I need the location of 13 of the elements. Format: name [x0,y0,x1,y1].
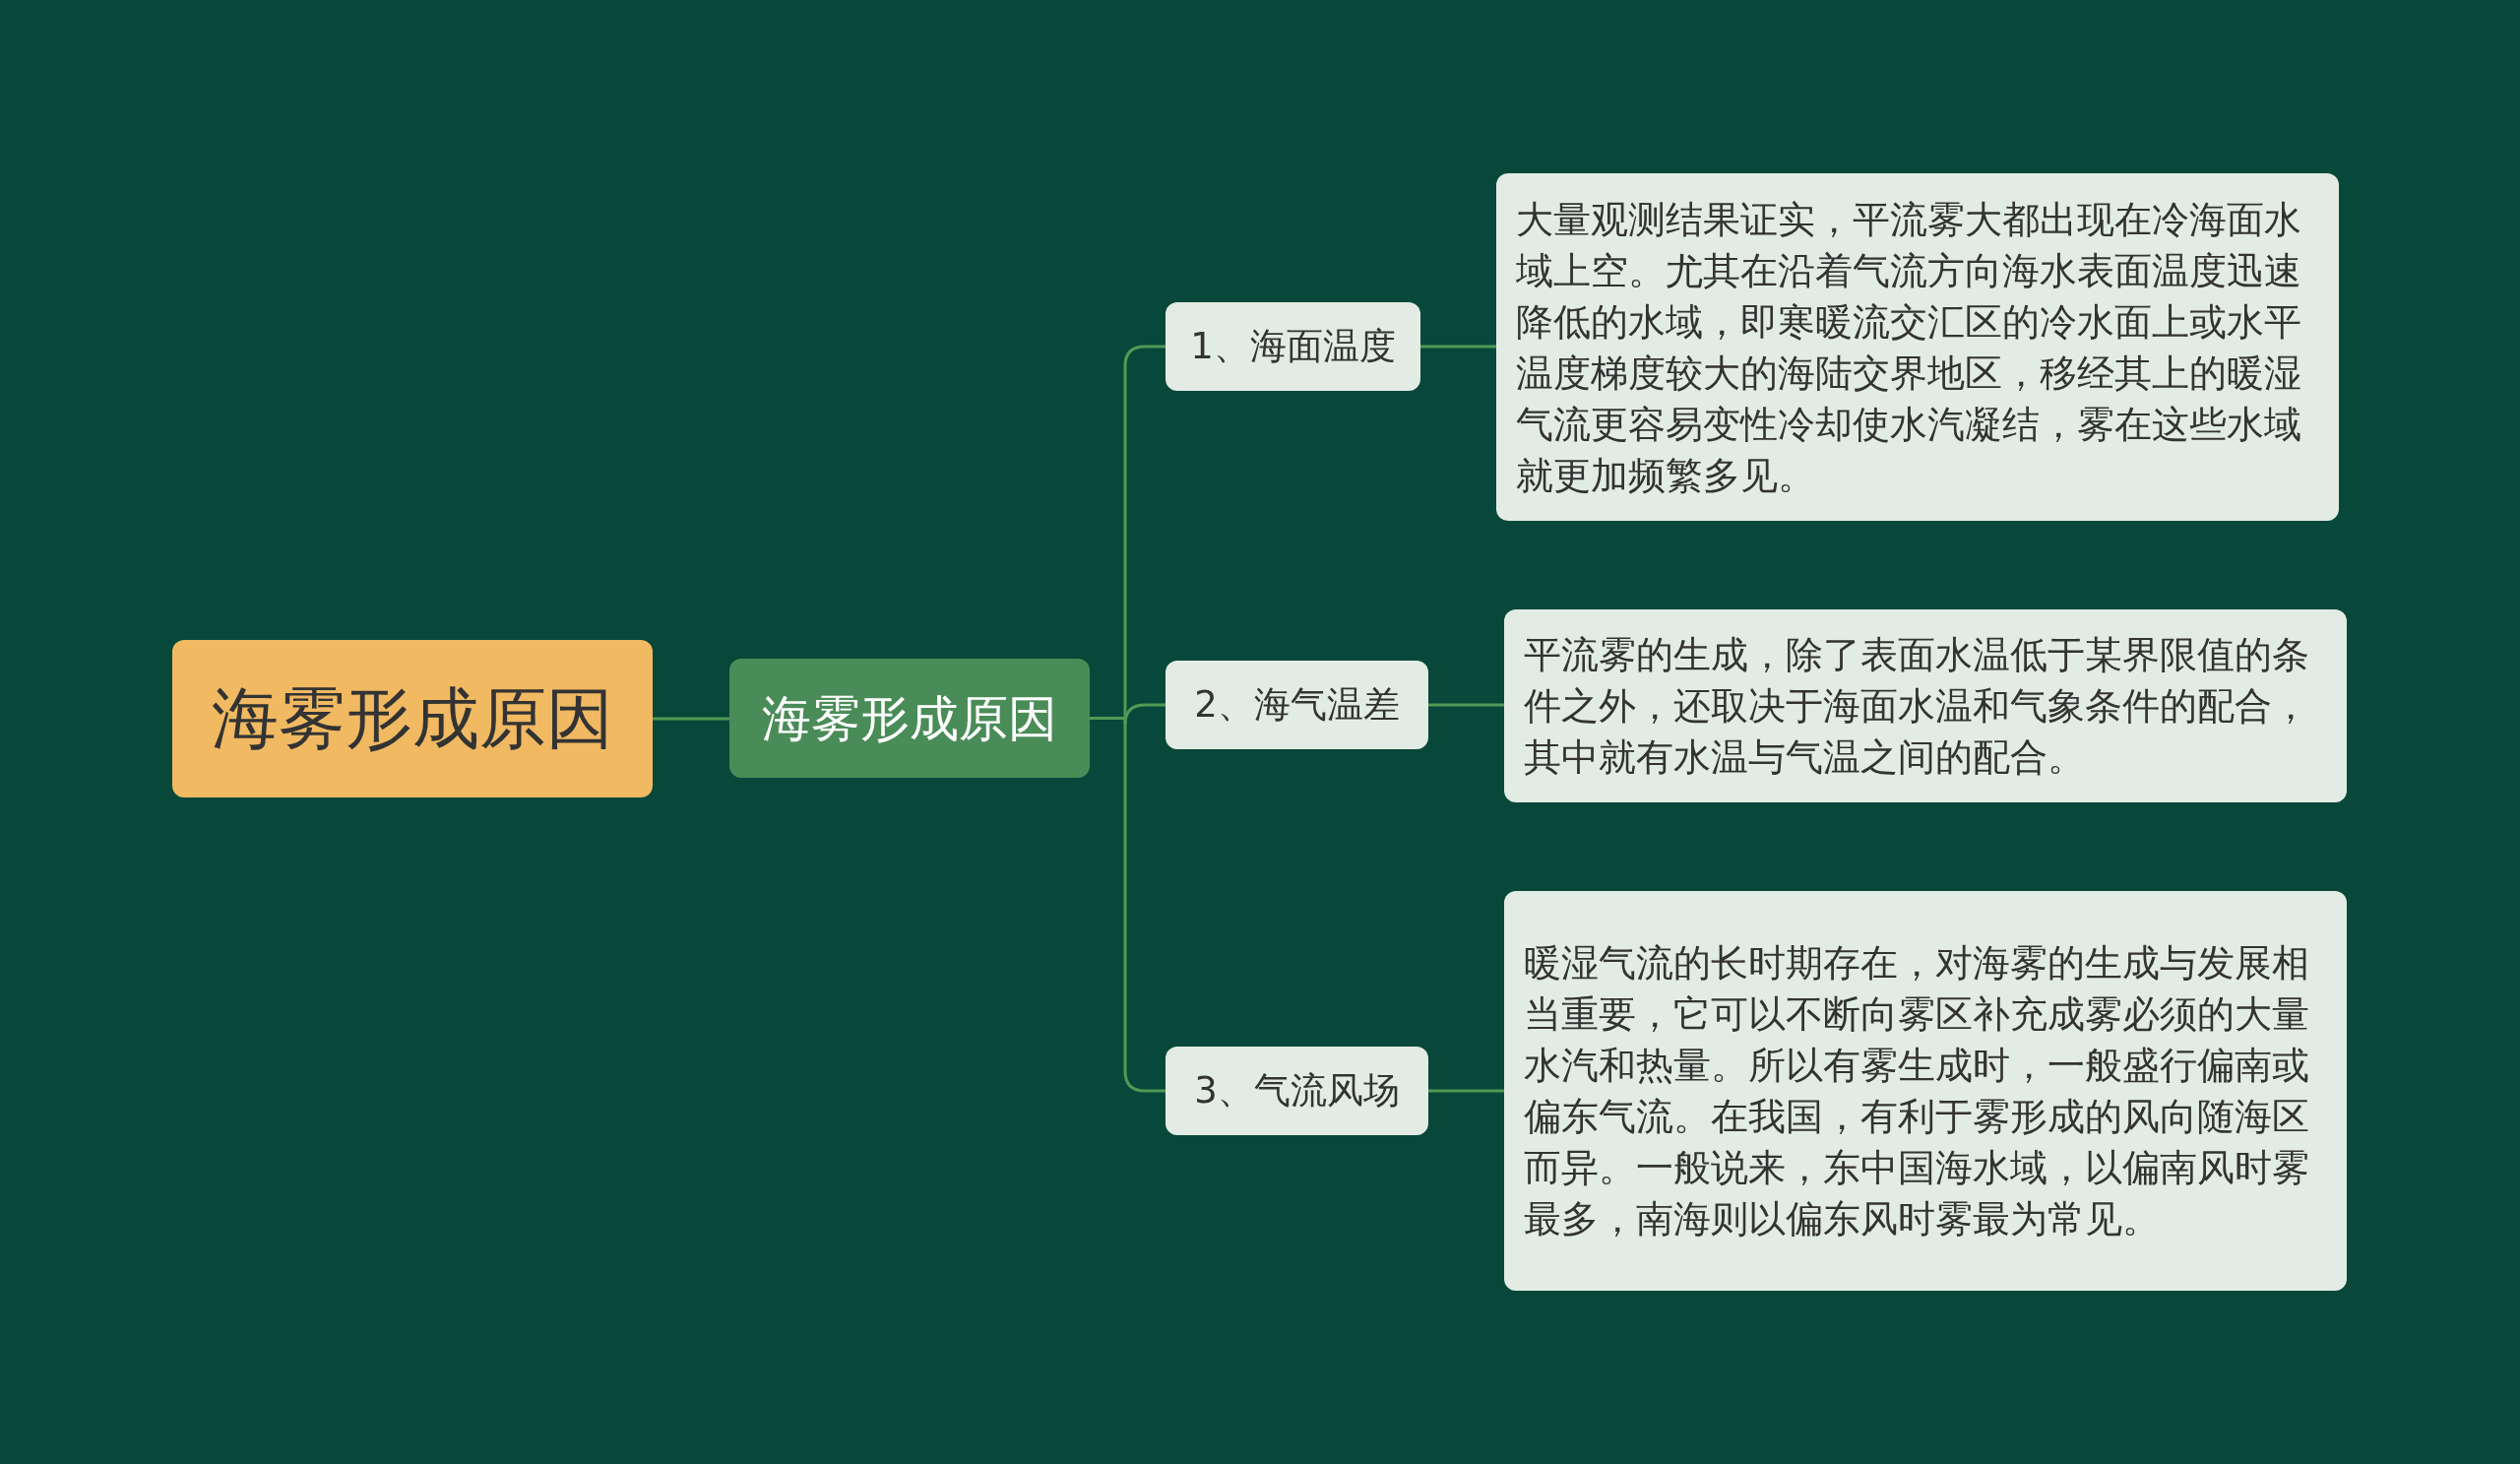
connector-line [1428,703,1504,707]
detail-box: 大量观测结果证实，平流雾大都出现在冷海面水域上空。尤其在沿着气流方向海水表面温度迅速降低的水域，即寒暖流交汇区的冷水面上或水平温度梯度较大的海陆交界地区，移经其上的暖湿气流更容易变性冷却使水汽凝结，雾在这些水域就更加频繁多见。 [1496,173,2339,521]
connector-line [1420,345,1496,349]
detail-box: 暖湿气流的长时期存在，对海雾的生成与发展相当重要，它可以不断向雾区补充成雾必须的大量水汽和热量。所以有雾生成时，一般盛行偏南或偏东气流。在我国，有利于雾形成的风向随海区而异。一般说来，东中国海水域，以偏南风时雾最多，南海则以偏东风时雾最为常见。 [1504,891,2347,1291]
subtopic-box: 2、海气温差 [1166,661,1428,749]
detail-box: 平流雾的生成，除了表面水温低于某界限值的条件之外，还取决于海面水温和气象条件的配合，其中就有水温与气温之间的配合。 [1504,609,2347,802]
main-topic-box: 海雾形成原因 [729,659,1090,778]
connector-line [653,717,729,721]
subtopic-box: 3、气流风场 [1166,1047,1428,1135]
connector-line [1428,1089,1504,1093]
root-topic-box: 海雾形成原因 [172,640,653,797]
connector-line [1090,717,1166,1093]
subtopic-box: 1、海面温度 [1166,302,1420,391]
